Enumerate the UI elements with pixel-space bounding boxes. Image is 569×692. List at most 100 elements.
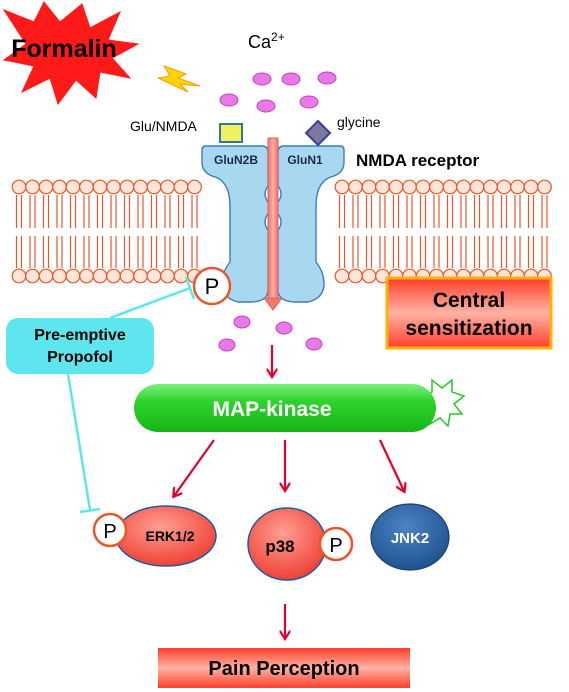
- lipid-head: [79, 268, 94, 284]
- lipid-tail: [69, 236, 77, 268]
- lipid-tail: [446, 236, 454, 268]
- lipid-tail: [338, 195, 346, 228]
- lipid-tail: [110, 195, 117, 228]
- lipid-head: [133, 268, 148, 284]
- lipid-tail: [123, 236, 131, 268]
- jnk-label: JNK2: [391, 530, 429, 547]
- lipid-head: [65, 179, 81, 195]
- lipid-tail: [446, 195, 454, 228]
- lipid-tail: [15, 195, 23, 228]
- erk-label: ERK1/2: [145, 528, 194, 544]
- lipid-head: [11, 268, 27, 284]
- pain-perception-label: Pain Perception: [208, 658, 359, 680]
- arrow-to-erk: [174, 439, 215, 496]
- lipid-head: [92, 268, 108, 284]
- calcium-ion: [252, 72, 272, 86]
- inhibition-bar-erk: [79, 507, 101, 514]
- calcium-ion: [233, 315, 251, 329]
- lipid-tail: [177, 236, 185, 268]
- erk-phosphate-label: P: [103, 521, 116, 543]
- channel-arrow-head: [263, 297, 283, 311]
- lipid-head: [334, 268, 350, 284]
- lipid-head: [25, 268, 40, 284]
- lipid-head: [146, 268, 162, 284]
- lipid-head: [160, 268, 175, 284]
- lipid-tail: [500, 236, 508, 268]
- cell-membrane: [11, 179, 552, 284]
- burst-star-icon: [2, 1, 140, 106]
- calcium-ion: [305, 337, 323, 351]
- calcium-ion: [299, 95, 319, 109]
- calcium-ion: [281, 72, 301, 86]
- lipid-head: [133, 179, 148, 195]
- formalin-burst: Formalin: [2, 1, 201, 106]
- calcium-ions-top: [219, 71, 337, 113]
- nmda-receptor: GluN2B GluN1 NMDA receptor: [201, 137, 479, 311]
- glycine-label: glycine: [337, 114, 381, 130]
- lipid-head: [119, 268, 135, 284]
- lipid-tail: [191, 195, 198, 228]
- lipid-tail: [541, 195, 548, 228]
- lipid-head: [510, 179, 525, 195]
- lipid-tail: [352, 236, 359, 268]
- lipid-head: [496, 179, 512, 195]
- lipid-head: [483, 179, 498, 195]
- central-sensitization-line1: Central: [433, 289, 505, 312]
- calcium-ion: [275, 321, 293, 335]
- lipid-tail: [460, 236, 467, 268]
- calcium-ions-bottom: [218, 315, 323, 352]
- phosphate-label: P: [205, 274, 220, 299]
- lipid-tail: [96, 195, 104, 228]
- subunit-glun2b-label: GluN2B: [214, 153, 258, 167]
- lipid-tail: [137, 195, 144, 228]
- lipid-head: [92, 179, 108, 195]
- lipid-head: [38, 179, 54, 195]
- lipid-tail: [164, 236, 171, 268]
- lipid-tail: [42, 195, 50, 228]
- lipid-tail: [487, 236, 494, 268]
- pain-perception-box: Pain Perception: [158, 648, 410, 688]
- lipid-tail: [419, 195, 427, 228]
- propofol-line2: Propofol: [47, 349, 113, 366]
- erk-node: ERK1/2 P: [92, 505, 217, 567]
- jnk-node: JNK2: [370, 503, 450, 571]
- lipid-head: [429, 179, 444, 195]
- lipid-head: [106, 268, 121, 284]
- lightning-icon: [156, 65, 201, 93]
- central-sensitization-line2: sensitization: [405, 317, 532, 340]
- lipid-head: [146, 179, 162, 195]
- glutamate-label: Glu/NMDA: [130, 118, 198, 134]
- lipid-head: [415, 179, 431, 195]
- lipid-tail: [15, 236, 23, 268]
- lipid-tail: [191, 236, 198, 268]
- calcium-label: Ca2+: [248, 30, 285, 52]
- inhibition-line-receptor: [109, 286, 191, 320]
- lipid-head: [523, 179, 539, 195]
- map-kinase-pill: [134, 384, 436, 432]
- lipid-tail: [365, 195, 373, 228]
- lipid-tail: [406, 195, 413, 228]
- lipid-tail: [56, 236, 63, 268]
- lipid-tail: [487, 195, 494, 228]
- lipid-head: [52, 179, 67, 195]
- propofol-background: [6, 318, 154, 374]
- lipid-head: [160, 179, 175, 195]
- lipid-head: [52, 268, 67, 284]
- map-kinase: MAP-kinase: [134, 378, 466, 432]
- lipid-tail: [110, 236, 117, 268]
- lipid-tail: [541, 236, 548, 268]
- lipid-tail: [177, 195, 185, 228]
- lipid-tail: [527, 195, 535, 228]
- lipid-tail: [473, 236, 481, 268]
- jnk-ellipse: [370, 503, 450, 571]
- lipid-tail: [365, 236, 373, 268]
- lipid-head: [388, 179, 404, 195]
- lipid-head: [173, 268, 189, 284]
- calcium-ion: [218, 338, 236, 352]
- lipid-tail: [56, 195, 63, 228]
- lipid-head: [469, 179, 485, 195]
- pain-perception-background: [158, 648, 410, 688]
- formalin-label: Formalin: [11, 35, 117, 63]
- lipid-head: [375, 179, 390, 195]
- lipid-head: [173, 179, 189, 195]
